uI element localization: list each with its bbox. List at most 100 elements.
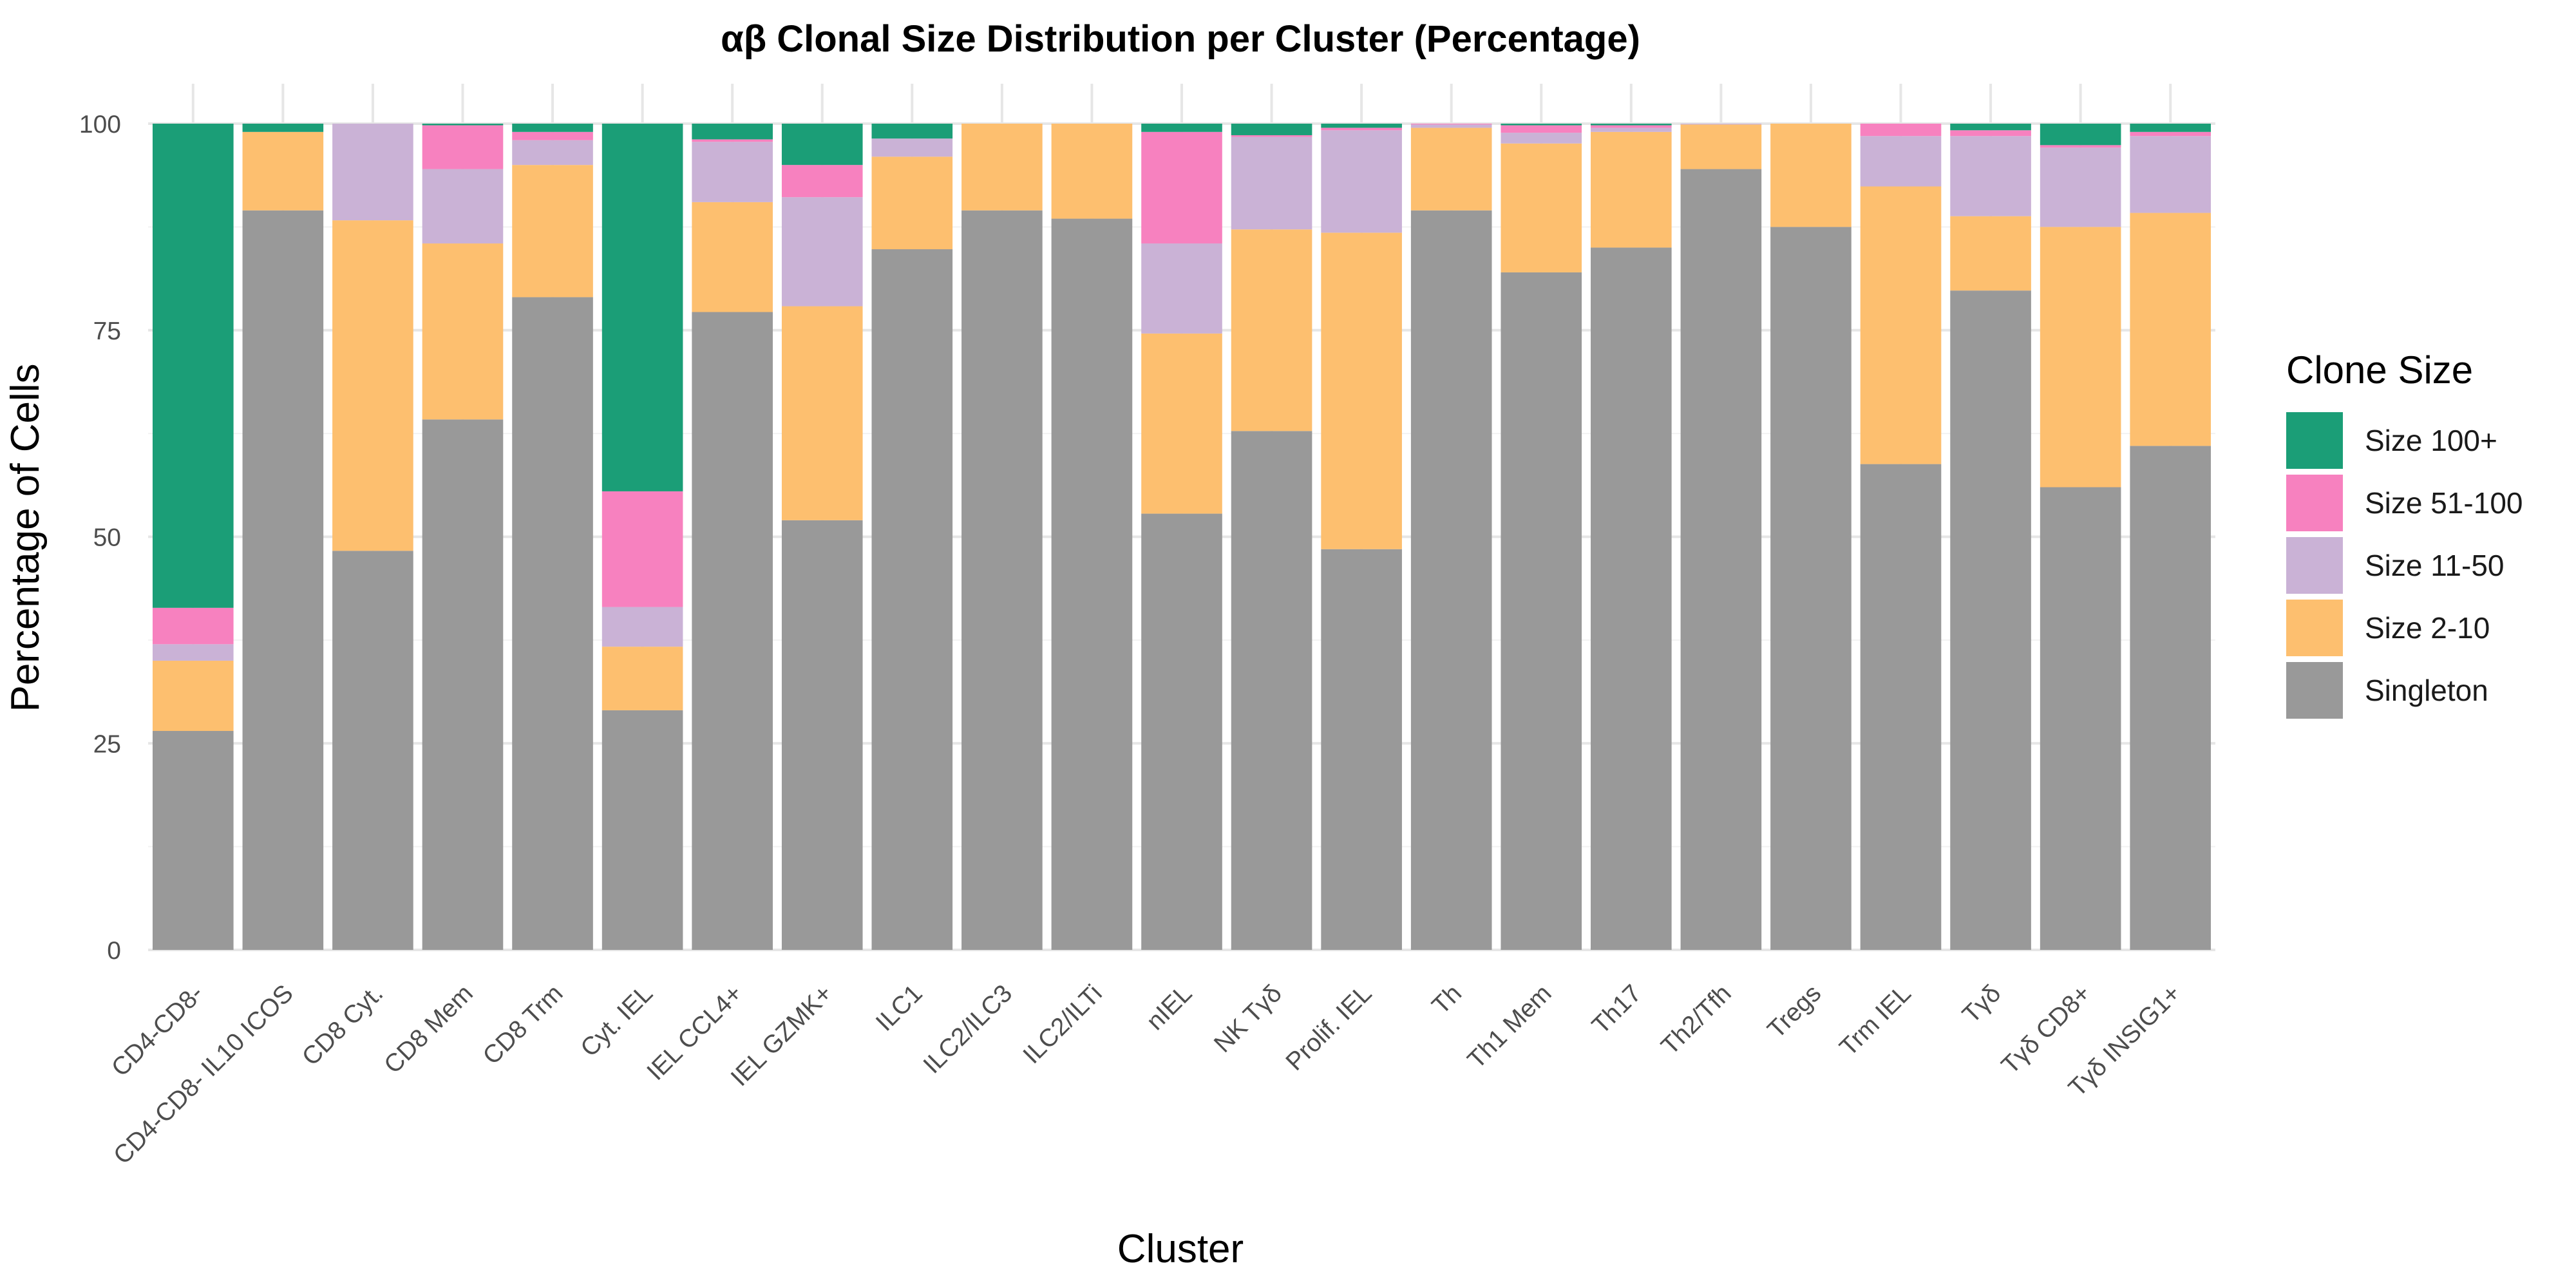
bar-segment-size-100 [1141,124,1222,132]
bar-segment-singleton [1591,247,1672,951]
bar-segment-size-2-10 [152,660,234,732]
bar-segment-size-51-100 [422,125,504,169]
bar-group-iel-ccl4 [692,124,773,950]
bar-segment-size-51-100 [601,491,683,607]
bar-segment-size-2-10 [961,124,1043,211]
x-tick-label: Cyt. IEL [575,980,658,1062]
bar-group-nk-t [1231,124,1312,950]
bar-segment-size-2-10 [1231,229,1312,431]
legend-swatch-size-11-50 [2286,537,2343,594]
bar-segment-size-100 [1231,124,1312,135]
bar-segment-size-51-100 [2130,131,2211,137]
legend-label-size-2-10: Size 2-10 [2365,611,2490,645]
bar-segment-size-11-50 [1950,136,2031,216]
legend-title: Clone Size [2286,348,2473,392]
x-tick-label: CD8 Trm [478,980,569,1070]
x-tick-label: Prolif. IEL [1281,980,1378,1076]
bar-segment-size-2-10 [692,202,773,312]
bar-group-th1-mem [1501,124,1582,951]
bar-segment-singleton [692,312,773,950]
bar-segment-singleton [1321,549,1402,950]
bar-segment-size-51-100 [781,165,863,198]
bar-segment-size-11-50 [692,142,773,202]
bar-segment-size-2-10 [1591,131,1672,248]
bar-group-th [1410,124,1492,951]
bar-segment-size-100 [1501,124,1582,126]
bar-segment-size-2-10 [242,131,324,211]
x-tick-label: nIEL [1141,980,1197,1036]
bar-segment-size-100 [1950,124,2031,131]
bar-group-t-insig1 [2130,124,2211,950]
x-tick-label: ILC1 [871,980,928,1037]
bar-segment-size-2-10 [2040,227,2121,488]
legend-swatch-size-51-100 [2286,475,2343,531]
bar-segment-size-51-100 [1860,124,1942,137]
bar-segment-singleton [422,419,504,950]
x-tick-label: Trm IEL [1834,980,1916,1061]
bar-segment-singleton [1141,513,1222,950]
bar-group-cyt-iel [601,124,683,950]
legend-label-size-100: Size 100+ [2365,424,2497,457]
bar-group-ilc1 [871,124,953,950]
bar-segment-size-100 [152,124,234,608]
bar-segment-size-2-10 [601,647,683,710]
x-tick-label: Tregs [1762,980,1826,1044]
y-tick-label: 50 [93,524,121,552]
bar-segment-size-11-50 [601,607,683,647]
x-tick-label: ILC2/ILTi [1018,980,1108,1069]
bar-segment-size-2-10 [332,220,413,551]
bar-segment-size-11-50 [422,169,504,244]
bar-segment-singleton [2130,446,2211,950]
bar-segment-size-11-50 [1231,137,1312,230]
bar-segment-size-11-50 [2130,136,2211,213]
bar-segment-singleton [1680,169,1762,951]
bar-segment-size-2-10 [1501,143,1582,272]
bar-segment-size-11-50 [781,197,863,307]
bar-segment-size-100 [692,124,773,140]
bar-segment-size-100 [422,124,504,126]
bar-group-th17 [1591,124,1672,951]
y-tick-label: 25 [93,730,121,758]
x-tick-label: NK Tγδ [1209,980,1287,1058]
bar-segment-size-2-10 [1950,216,2031,291]
legend-label-singleton: Singleton [2365,674,2488,707]
legend-label-size-51-100: Size 51-100 [2365,486,2523,520]
bar-group-t [1950,124,2031,950]
bar-group-prolif-iel [1321,124,1402,950]
bar-segment-size-100 [512,124,593,132]
bar-segment-size-2-10 [871,156,953,250]
bar-segment-singleton [1051,218,1133,950]
x-tick-label: CD4-CD8- IL10 ICOS [108,980,299,1170]
bar-group-cd4-cd8-il10-icos [242,124,324,951]
legend-label-size-11-50: Size 11-50 [2365,549,2505,582]
bar-group-iel-gzmk [781,124,863,950]
x-tick-label: Tγδ [1957,980,2006,1028]
bar-group-th2-tfh [1680,124,1762,951]
bar-segment-size-11-50 [871,138,953,157]
bar-segment-size-100 [242,124,324,132]
bar-segment-singleton [1770,227,1852,950]
bar-segment-size-100 [1591,124,1672,126]
x-tick-label: Th1 Mem [1463,980,1557,1074]
bar-segment-singleton [152,731,234,950]
bar-segment-size-11-50 [1321,130,1402,233]
bar-segment-size-2-10 [2130,213,2211,446]
x-tick-label: Th [1426,980,1467,1020]
bar-group-ilc2-ilti [1051,124,1133,950]
bar-segment-size-11-50 [512,140,593,166]
bar-segment-size-2-10 [1051,124,1133,219]
x-tick-label: CD8 Cyt. [297,980,388,1071]
bar-group-trm-iel [1860,124,1942,950]
bar-group-cd8-mem [422,124,504,950]
bar-segment-size-51-100 [1501,125,1582,133]
bar-segment-singleton [332,551,413,950]
bar-segment-size-11-50 [2040,147,2121,227]
bar-segment-size-51-100 [1950,130,2031,137]
bar-segment-singleton [1231,431,1312,950]
bar-segment-size-2-10 [1770,124,1852,227]
bar-group-tregs [1770,124,1852,950]
x-axis-title: Cluster [1117,1227,1244,1271]
